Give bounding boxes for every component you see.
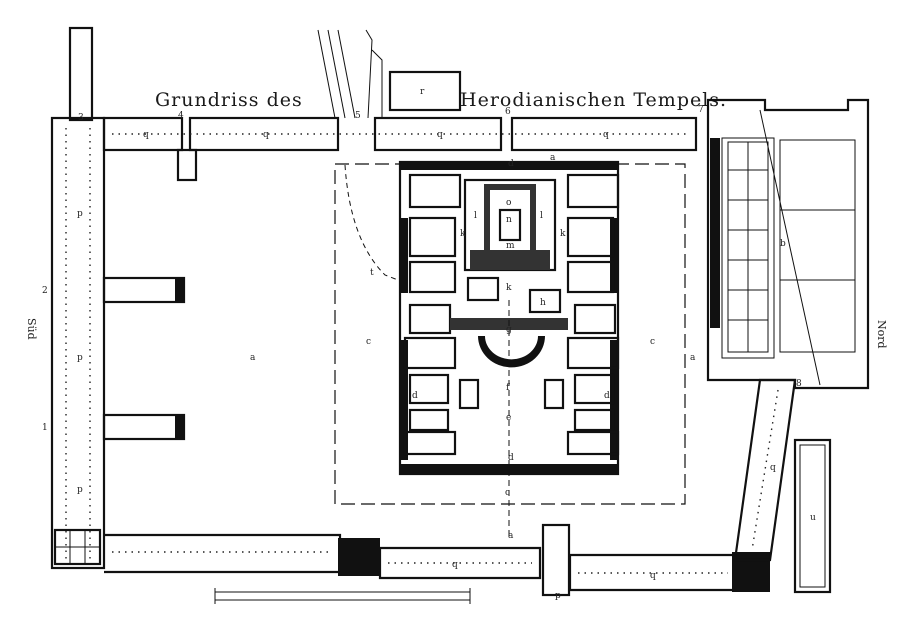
label-d: d [508,453,514,463]
label-a: a [250,353,256,363]
plan-title: Grundriss des Herodianischen Tempels. [155,89,727,111]
gate-numbers: 3 2 1 4 5 6 7 8 [42,105,802,433]
portico-north-1 [102,116,184,152]
label-north: Nord [875,320,888,349]
number-4: 4 [178,111,184,121]
inner-precinct-boundary [334,163,686,505]
label-t: t [370,268,374,278]
bridge [68,26,94,122]
west-gate [176,148,198,182]
antonia-cells [727,141,769,353]
label-l: l [540,211,543,221]
inner-court [398,160,620,540]
label-q: q [437,130,443,140]
portico-south-1 [104,533,342,574]
label-h: h [540,298,546,308]
label-o: o [506,198,511,208]
label-q: q [603,130,609,140]
label-p: p [77,353,83,363]
label-u: u [810,513,816,523]
scale-bar [214,588,471,604]
label-n: n [506,215,512,225]
label-d: d [508,159,514,169]
label-p: p [77,485,83,495]
royal-stoa-west [50,116,106,570]
label-a: a [690,353,696,363]
approach-roads [317,29,383,119]
south-gate [541,523,571,597]
label-b: b [780,239,786,249]
number-3: 3 [78,113,84,123]
building-r [388,70,462,112]
label-m: m [506,241,515,251]
label-l: l [474,211,477,221]
label-k: k [506,283,512,293]
label-south: Süd [25,318,38,340]
label-p: p [555,591,561,601]
label-q: q [650,571,656,581]
portico-north-4 [510,116,698,152]
portico-east [733,378,797,562]
label-e: e [506,413,511,423]
label-p: p [77,209,83,219]
corner-tower-south [338,538,380,576]
label-q: q [143,130,149,140]
label-c: c [366,337,371,347]
label-f: f [506,383,510,393]
label-a: a [508,531,514,541]
label-q: q [770,463,776,473]
semicircular-steps [478,336,545,368]
label-c: c [505,488,510,498]
number-8: 8 [796,379,802,389]
number-6: 6 [505,107,511,117]
corridor-1 [102,276,186,304]
label-r: r [420,87,425,97]
title-part-1: Grundriss des [155,89,303,111]
path-t [344,164,399,281]
grid-block-southwest [53,528,102,566]
title-part-2: Herodianischen Tempels. [460,89,727,111]
corner-tower-southeast [732,552,770,592]
label-c: c [650,337,655,347]
number-2: 2 [42,286,48,296]
number-7: 7 [698,105,704,115]
label-q: q [263,130,269,140]
label-g: g [506,325,512,335]
antonia-fortress [706,98,870,390]
number-5: 5 [355,111,361,121]
corridor-2 [102,413,186,441]
label-k: k [560,229,566,239]
label-d: d [604,391,610,401]
label-q: q [452,560,458,570]
plan-letters: p p p q q q q r a a a a c c c d d d d k … [77,87,816,601]
label-a: a [550,153,556,163]
number-1: 1 [42,423,48,433]
outer-enclosure [50,26,797,597]
temple-building [463,178,557,272]
portico-north-3 [373,116,503,152]
label-d: d [412,391,418,401]
label-k: k [460,229,466,239]
pool [793,438,832,594]
